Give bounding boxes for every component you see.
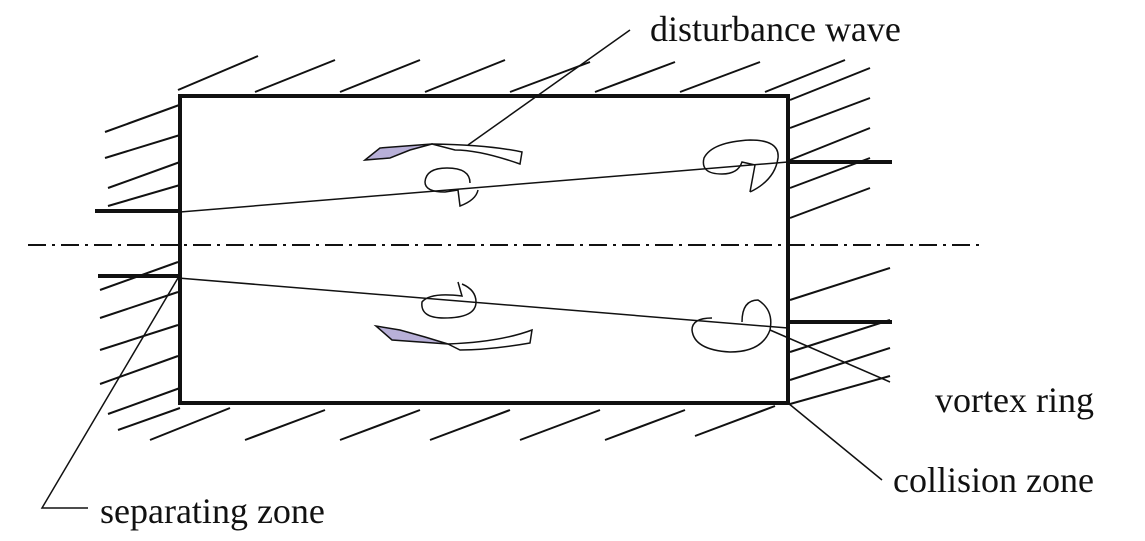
hatch-stroke xyxy=(99,324,179,351)
hatch-stroke xyxy=(107,161,181,189)
hatch-stroke xyxy=(594,61,676,93)
jet-boundary-lower xyxy=(177,277,789,329)
hatch-stroke xyxy=(107,387,181,415)
hatch-stroke xyxy=(789,187,871,219)
hatch-stroke xyxy=(244,409,326,441)
jet-boundary-upper xyxy=(179,161,789,213)
hatch-stroke xyxy=(789,67,871,101)
label-vortex-ring: vortex ring xyxy=(935,380,1094,420)
hatch-stroke xyxy=(789,97,871,129)
hatch-stroke xyxy=(764,59,846,93)
hatch-stroke xyxy=(694,405,776,437)
hatch-stroke xyxy=(339,409,421,441)
hatch-stroke xyxy=(604,409,686,441)
hatch-stroke xyxy=(104,103,183,133)
hatch-stroke xyxy=(424,59,506,93)
disturbance-wave-upper xyxy=(362,143,523,166)
leader-vortex-ring xyxy=(769,329,891,383)
hatch-stroke xyxy=(104,134,181,159)
hatch-stroke xyxy=(789,267,891,301)
hatch-stroke xyxy=(679,61,761,93)
hatch-stroke xyxy=(789,347,891,381)
chamber-rect xyxy=(178,94,790,405)
hatch-stroke xyxy=(339,59,421,93)
hatch-stroke xyxy=(789,319,891,353)
hatch-stroke xyxy=(149,407,231,441)
label-separating-zone: separating zone xyxy=(100,491,325,531)
hatch-stroke xyxy=(107,184,181,207)
hatch-stroke xyxy=(177,55,259,91)
vortex-upper-middle xyxy=(424,167,479,208)
hatch-stroke xyxy=(254,59,336,93)
label-collision-zone: collision zone xyxy=(893,460,1094,500)
vortex-lower-right xyxy=(691,299,772,353)
hatch-stroke xyxy=(99,355,179,385)
hatch-stroke xyxy=(519,409,601,441)
label-disturbance-wave: disturbance wave xyxy=(650,9,901,49)
leader-collision-zone xyxy=(787,402,883,481)
vortex-lower-middle xyxy=(421,281,477,319)
hatch-stroke xyxy=(789,375,891,405)
vortex-upper-right xyxy=(702,139,779,193)
hatch-stroke xyxy=(429,409,511,441)
hatch-stroke xyxy=(99,291,179,319)
disturbance-wave-lower xyxy=(373,324,533,351)
hatch-stroke xyxy=(117,407,181,431)
leader-disturbance-wave xyxy=(467,29,631,146)
hatch-stroke xyxy=(789,127,871,161)
leader-separating-zone xyxy=(40,277,179,509)
